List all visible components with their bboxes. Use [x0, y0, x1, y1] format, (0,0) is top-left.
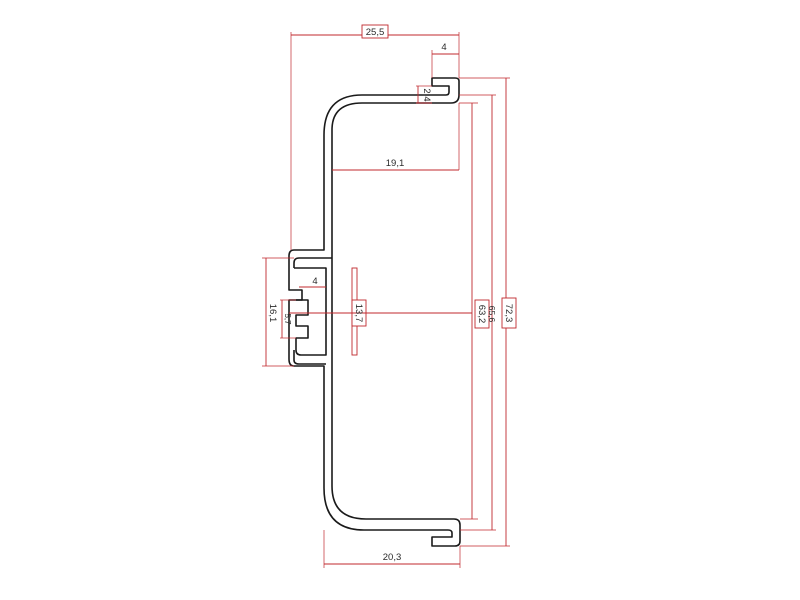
dim-lip-width: 4 — [441, 42, 446, 53]
slot-lower-outline — [293, 350, 326, 365]
dim-lip-height: 2,4 — [421, 88, 432, 101]
dim-slot-outer-height: 16,1 — [267, 304, 278, 323]
dim-overall-width: 25,5 — [366, 27, 385, 38]
dim-box-overall-height — [501, 297, 517, 329]
dim-box-inner-height — [474, 299, 490, 329]
dim-slot-opening: 5,7 — [283, 313, 292, 325]
dimension-lines — [262, 24, 517, 568]
dim-mid-height: 65,6 — [487, 306, 497, 323]
dim-inner-height: 63,2 — [476, 305, 487, 324]
profile-section — [288, 77, 461, 547]
dimension-labels: 25,5 4 2,4 19,1 4 16,1 5,7 13,7 63,2 65,… — [267, 27, 514, 563]
profile-outline — [288, 77, 461, 547]
dim-box-overall-width — [361, 24, 389, 39]
dim-inner-top-depth: 19,1 — [386, 158, 405, 169]
dim-slot-inner-height: 13,7 — [353, 304, 364, 323]
slot-inner-outline — [293, 257, 332, 356]
dim-slot-depth: 4 — [312, 276, 317, 287]
dim-overall-height: 72,3 — [503, 304, 514, 323]
dim-bottom-depth: 20,3 — [383, 552, 402, 563]
